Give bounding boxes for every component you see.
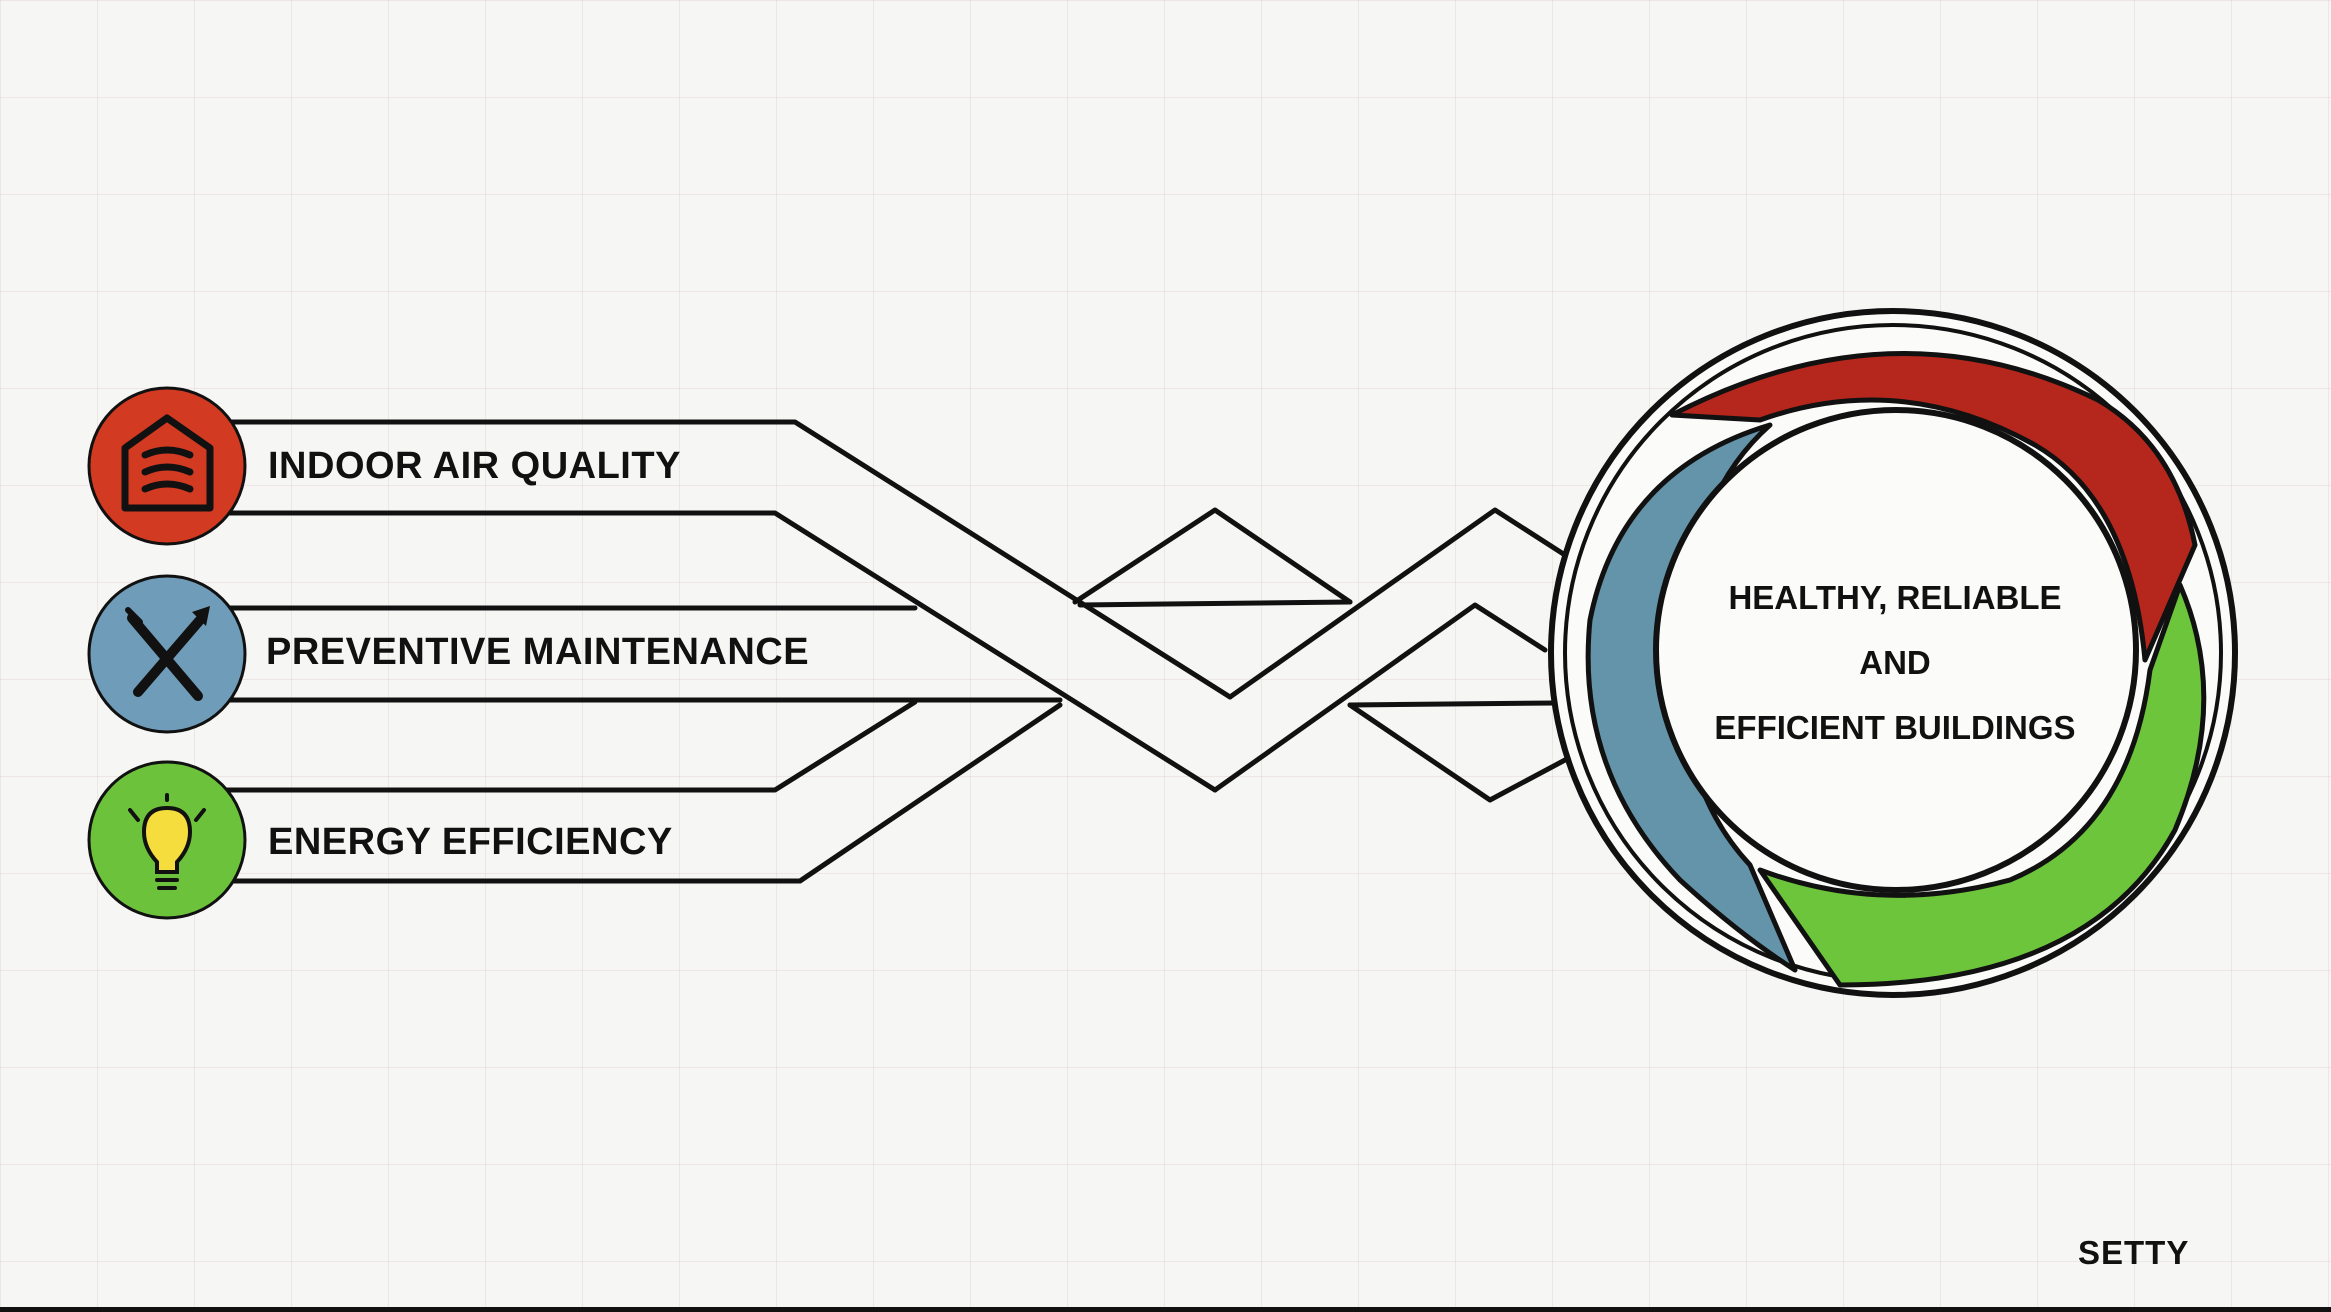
goal-text: HEALTHY, RELIABLE AND EFFICIENT BUILDING… xyxy=(1640,565,2150,760)
house-air-icon xyxy=(87,386,247,546)
goal-line-1: HEALTHY, RELIABLE xyxy=(1728,579,2062,616)
brand-logo-text: SETTY xyxy=(2078,1234,2190,1271)
pillar-label-preventive-maintenance: PREVENTIVE MAINTENANCE xyxy=(266,631,810,673)
pillar-label-indoor-air-quality: INDOOR AIR QUALITY xyxy=(268,445,681,487)
ring-segment-green xyxy=(1757,582,2207,988)
tools-icon xyxy=(87,574,247,734)
goal-ring xyxy=(1548,308,2238,998)
goal-line-2: AND xyxy=(1859,644,1931,681)
band-energy-efficiency xyxy=(212,699,918,793)
lightbulb-icon xyxy=(87,760,247,920)
pillar-label-energy-efficiency: ENERGY EFFICIENCY xyxy=(268,821,673,863)
bottom-divider xyxy=(0,1307,2331,1312)
goal-line-3: EFFICIENT BUILDINGS xyxy=(1714,709,2076,746)
ring-segment-red xyxy=(1669,351,2198,663)
